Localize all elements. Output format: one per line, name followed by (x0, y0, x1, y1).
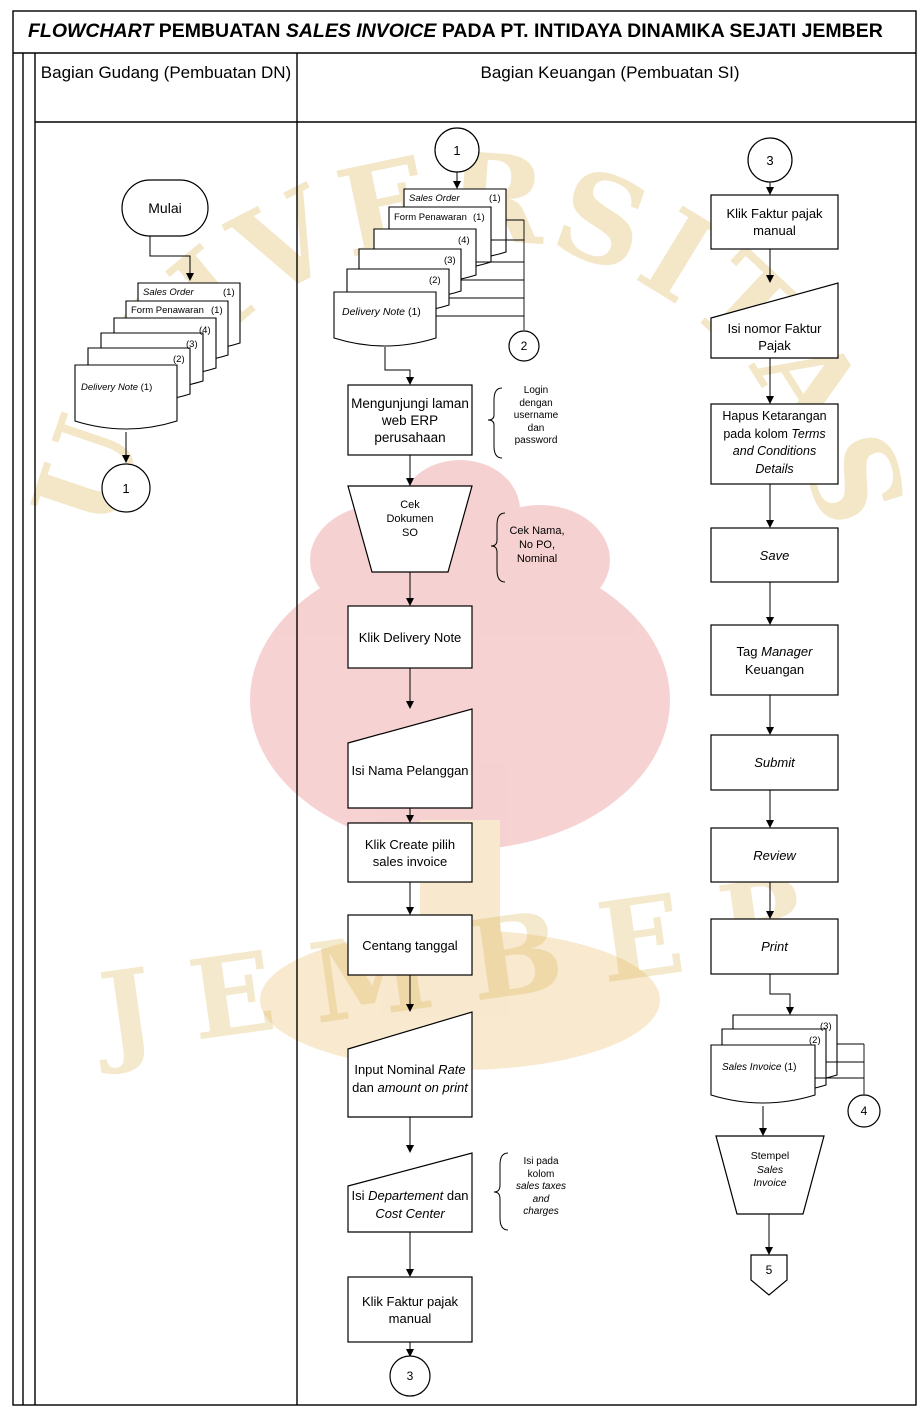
offpage-connector-5 (750, 1254, 788, 1296)
process-click-delivery-note (347, 605, 473, 669)
gudang-document-stack (74, 282, 241, 430)
process-click-faktur-pajak-2 (710, 194, 839, 250)
input-customer-name (347, 708, 473, 809)
process-delete-terms (710, 403, 839, 485)
input-faktur-number (710, 282, 839, 359)
doc-label-sales-order-copy: (1) (223, 287, 235, 298)
doc-label-form-penawaran: Form Penawaran (131, 305, 204, 316)
start-terminator (121, 179, 209, 237)
note-check-name: Cek Nama,No PO,Nominal (509, 525, 565, 565)
label-submit: Submit (754, 755, 795, 770)
connector-1-in-label: 1 (453, 142, 461, 158)
doc-label-si-copy-3: (3) (820, 1021, 832, 1032)
doc-label-form-penawaran-copy: (1) (211, 305, 223, 316)
input-nominal-rate (347, 1011, 473, 1118)
label-save: Save (759, 547, 790, 563)
label-click-delivery-note: Klik Delivery Note (358, 629, 462, 645)
doc-label-copy-2: (2) (429, 275, 441, 286)
lane-header-keuangan: Bagian Keuangan (Pembuatan SI) (480, 63, 740, 82)
doc-delivery-note (333, 291, 437, 347)
doc-label-si-copy-2: (2) (809, 1035, 821, 1046)
label-customer-name: Isi Nama Pelanggan (351, 762, 469, 778)
connector-2 (508, 330, 540, 362)
connector-1-out (101, 463, 151, 513)
connector-3-out (389, 1355, 431, 1397)
process-review (710, 827, 839, 883)
doc-label-sales-order-copy: (1) (489, 193, 501, 204)
connector-2-label: 2 (520, 338, 528, 353)
label-click-faktur-pajak: Klik Faktur pajak manual (361, 1293, 459, 1326)
process-visit-erp (347, 384, 473, 456)
process-print (710, 918, 839, 975)
label-check-date: Centang tanggal (362, 937, 458, 953)
process-submit (710, 734, 839, 791)
process-click-faktur-pajak (347, 1276, 473, 1343)
doc-label-copy-2: (2) (173, 354, 185, 365)
doc-label-sales-order: Sales Order (409, 193, 460, 204)
process-save (710, 527, 839, 583)
label-create-sales-invoice: Klik Create pilih sales invoice (364, 836, 456, 869)
doc-label-copy-3: (3) (186, 339, 198, 350)
connector-1-out-label: 1 (122, 480, 130, 496)
lane-header-gudang: Bagian Gudang (Pembuatan DN) (40, 63, 292, 82)
doc-label-sales-invoice: Sales Invoice (1) (722, 1062, 797, 1073)
start-label: Mulai (148, 199, 182, 216)
process-check-date (347, 914, 473, 976)
doc-label-delivery-note: Delivery Note (1) (342, 306, 421, 318)
connector-3-in-label: 3 (766, 152, 774, 168)
process-tag-manager (710, 624, 839, 696)
doc-label-delivery-note: Delivery Note (1) (81, 382, 153, 393)
doc-label-sales-order: Sales Order (143, 287, 194, 298)
doc-delivery-note (74, 364, 178, 430)
page-title: FLOWCHART PEMBUATAN SALES INVOICE PADA P… (28, 20, 883, 42)
doc-label-copy-3: (3) (444, 255, 456, 266)
doc-label-form-penawaran: Form Penawaran (394, 212, 467, 223)
keuangan-document-stack (333, 188, 507, 347)
swimlane-frame (12, 10, 917, 1406)
connector-3-out-label: 3 (406, 1368, 414, 1383)
manual-check-so (347, 485, 473, 573)
label-faktur-number: Isi nomor Faktur Pajak (727, 321, 822, 353)
doc-label-copy-4: (4) (199, 325, 211, 336)
doc-label-copy-4: (4) (458, 235, 470, 246)
doc-sales-invoice (710, 1044, 816, 1104)
connector-4 (847, 1094, 881, 1128)
doc-label-form-penawaran-copy: (1) (473, 212, 485, 223)
manual-stamp-invoice (715, 1135, 825, 1215)
label-print: Print (761, 939, 788, 954)
label-review: Review (753, 847, 796, 863)
label-visit-erp: Mengunjungi laman web ERP perusahaan (351, 395, 469, 445)
connector-4-label: 4 (860, 1103, 868, 1118)
offpage-connector-5-label: 5 (765, 1262, 773, 1277)
sales-invoice-document-stack (710, 1014, 838, 1104)
label-click-faktur-pajak-2: Klik Faktur pajak manual (726, 206, 823, 238)
process-create-sales-invoice (347, 822, 473, 883)
input-department-cost-center (347, 1152, 473, 1233)
